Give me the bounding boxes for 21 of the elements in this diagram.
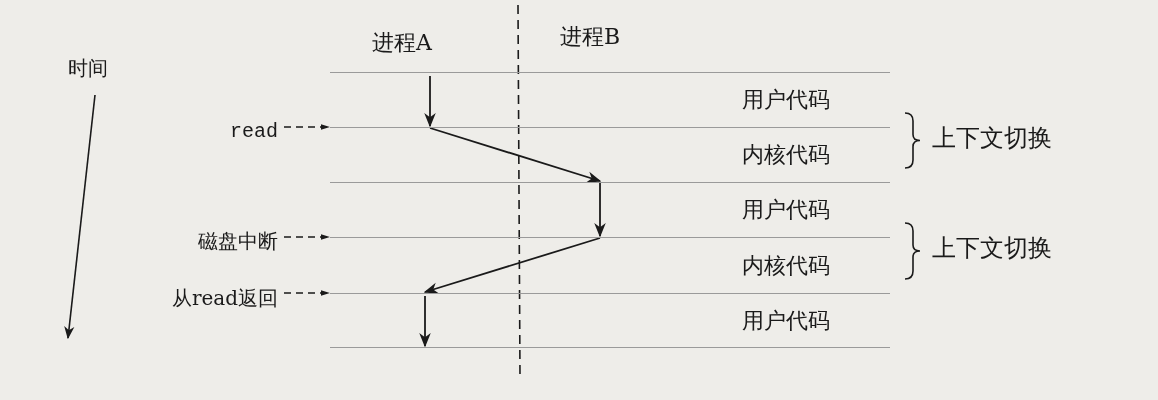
band-label: 用户代码 bbox=[742, 306, 830, 335]
leader-line bbox=[283, 290, 330, 296]
axis-label: 时间 bbox=[68, 55, 108, 82]
execution-arrow bbox=[594, 182, 606, 238]
execution-arrow bbox=[429, 127, 602, 183]
event-label: 磁盘中断 bbox=[198, 228, 278, 255]
band-label: 内核代码 bbox=[742, 251, 830, 280]
leader-line bbox=[283, 234, 330, 240]
side-label: 上下文切换 bbox=[932, 233, 1052, 264]
event-label: read bbox=[230, 120, 278, 143]
column-heading: 进程B bbox=[560, 23, 621, 51]
execution-arrow bbox=[424, 75, 436, 128]
band-label: 用户代码 bbox=[742, 196, 830, 224]
band-label: 用户代码 bbox=[742, 86, 830, 114]
side-label: 上下文切换 bbox=[932, 122, 1052, 154]
band-label: 内核代码 bbox=[742, 141, 830, 169]
leader-line bbox=[283, 124, 330, 130]
event-label: 从read返回 bbox=[171, 285, 278, 312]
code-band bbox=[330, 293, 890, 348]
column-heading: 进程A bbox=[372, 29, 432, 57]
execution-arrow bbox=[423, 237, 601, 294]
